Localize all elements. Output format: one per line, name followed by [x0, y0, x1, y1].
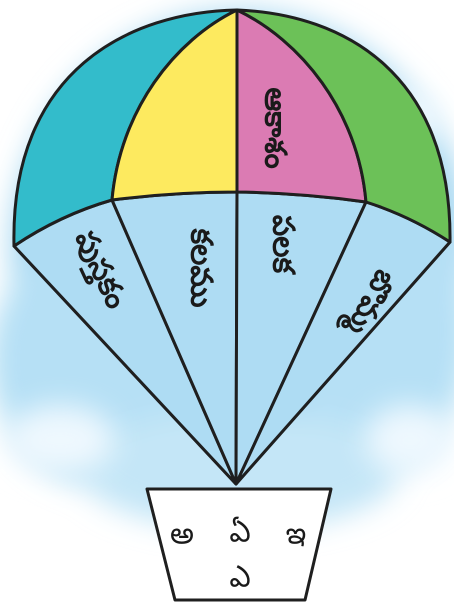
cloud — [5, 405, 115, 475]
word-kalamu: కలము — [184, 227, 219, 307]
word-aakasam: ఆకాశం — [258, 87, 293, 168]
basket-letter: ఎ — [229, 560, 250, 595]
basket-letter: ఏ — [229, 515, 250, 550]
basket-letter: ఇ — [286, 517, 307, 552]
basket-letter: అ — [170, 517, 194, 552]
cloud — [365, 405, 454, 475]
word-palaka: పలక — [266, 215, 301, 276]
